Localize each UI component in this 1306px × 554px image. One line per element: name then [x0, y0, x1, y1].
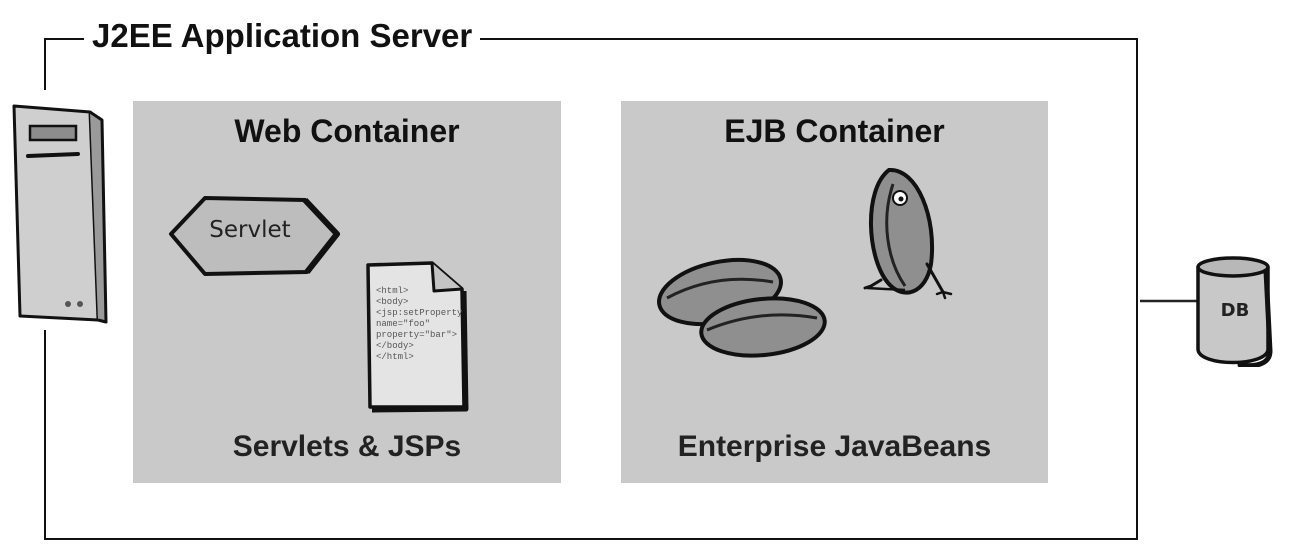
coffee-bean-icon [657, 167, 953, 358]
servlet-hexagon-icon [169, 196, 340, 276]
jsp-code-sample: <html> <body> <jsp:setProperty name="foo… [376, 286, 463, 362]
server-tower-icon [12, 104, 108, 324]
database-label: DB [1220, 300, 1250, 321]
ejb-container-title: EJB Container [724, 113, 945, 149]
web-container-title: Web Container [234, 113, 460, 149]
web-container: Web Container Servlets & JSPs [133, 101, 561, 483]
application-server-title: J2EE Application Server [84, 16, 481, 56]
web-container-caption: Servlets & JSPs [232, 430, 462, 463]
database-cylinder-icon [1140, 256, 1273, 367]
jsp-document-icon [366, 261, 469, 413]
ejb-container-caption: Enterprise JavaBeans [677, 430, 992, 463]
servlet-label: Servlet [209, 217, 291, 243]
